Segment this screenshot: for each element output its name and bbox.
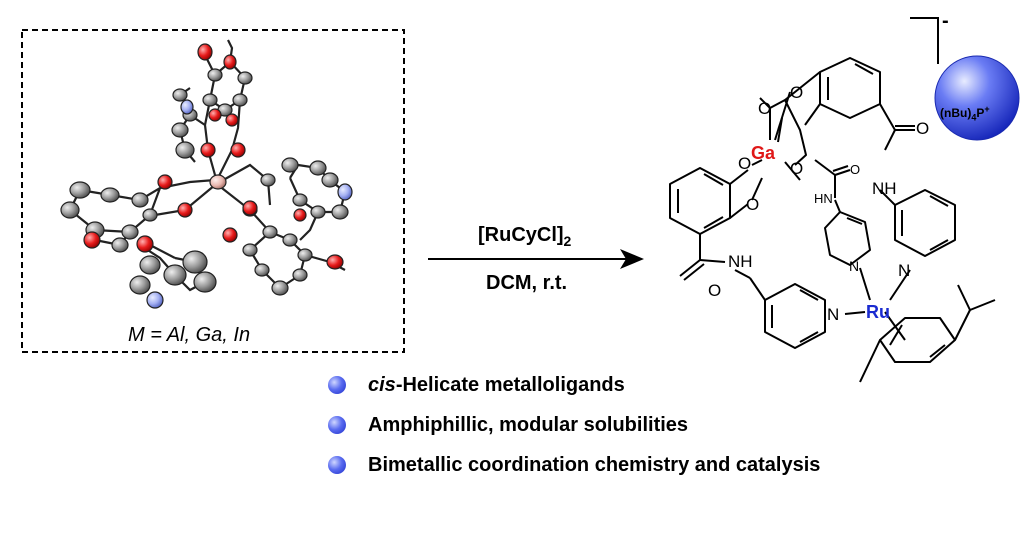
ru-atom-label: Ru	[866, 302, 890, 322]
bullet-text-body: -Helicate metalloligands	[395, 373, 625, 396]
bullet-item: cis-Helicate metalloligands	[328, 370, 625, 400]
reagent-subscript: 2	[563, 233, 572, 249]
reagent-main: [RuCyCl]	[478, 224, 564, 246]
o-label-5: O	[790, 159, 804, 178]
nh-label-2: NH	[872, 179, 897, 198]
bullet-text: cis-Helicate metalloligands	[368, 374, 625, 397]
counterion-ball	[934, 55, 1020, 141]
o-label-4: O	[790, 83, 804, 102]
crystal-nitrogen-atoms	[146, 99, 353, 309]
o-label-7: O	[708, 281, 722, 300]
o-label-2: O	[746, 195, 760, 214]
counterion-label: (nBu)4P+	[940, 104, 990, 122]
ga-atom-label: Ga	[751, 143, 776, 163]
n-label-2: N	[849, 258, 860, 274]
product-structure	[669, 57, 996, 383]
bullet-text: Bimetallic coordination chemistry and ca…	[368, 453, 821, 476]
crystal-structure-frame	[21, 29, 405, 353]
bullet-italic-prefix: cis	[368, 373, 396, 396]
crystal-carbon-atoms	[60, 68, 349, 296]
hn-label: HN	[814, 191, 833, 206]
counterion-sub: 4	[971, 112, 977, 123]
crystal-caption: M = Al, Ga, In	[128, 324, 251, 346]
charge-bracket	[910, 17, 939, 64]
bullet-dot-icon	[328, 376, 346, 394]
bullet-item: Bimetallic coordination chemistry and ca…	[328, 450, 820, 480]
counterion-main: (nBu)	[940, 106, 972, 120]
crystal-structure	[60, 39, 353, 309]
nh-label-1: NH	[728, 252, 753, 271]
o-label-3: O	[758, 99, 772, 118]
bullet-dot-icon	[328, 416, 346, 434]
n-label-1: N	[827, 305, 840, 324]
o-label-8: O	[850, 162, 861, 177]
o-label-6: O	[916, 119, 930, 138]
n-label-3: N	[898, 261, 911, 280]
bullet-text: Amphiphillic, modular solubilities	[368, 413, 689, 436]
charge-label: -	[942, 10, 949, 32]
crystal-metal-atom	[209, 174, 227, 190]
o-label-1: O	[738, 154, 752, 173]
reagent-label: [RuCyCl]2	[478, 224, 571, 249]
counterion-p: P	[976, 106, 985, 120]
crystal-oxygen-atoms	[83, 43, 344, 270]
bullet-item: Amphiphillic, modular solubilities	[328, 410, 688, 440]
bullet-dot-icon	[328, 456, 346, 474]
counterion-sup: +	[984, 104, 990, 114]
conditions-label: DCM, r.t.	[486, 272, 568, 294]
